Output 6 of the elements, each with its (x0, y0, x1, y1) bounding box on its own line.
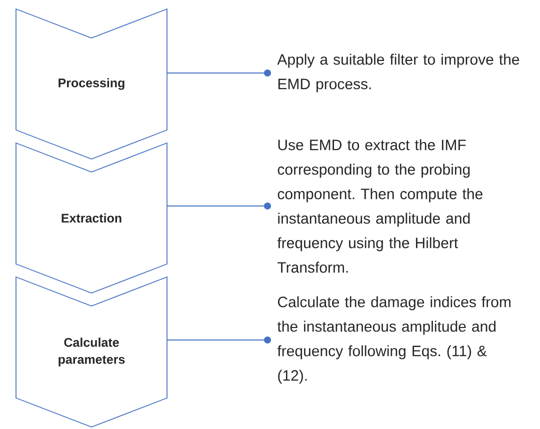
chevron-step: Calculate parameters (16, 276, 168, 428)
chevron-step: Extraction (16, 142, 168, 294)
step-description: Apply a suitable filter to improve the EMD process. (277, 54, 520, 92)
chevron-step: Processing (16, 8, 168, 160)
step-description: Calculate the damage indices from the instantaneous amplitude and frequency following Eqs. (11) & (12). (277, 296, 510, 384)
step-description: Use EMD to extract the IMF corresponding to the probing component. Then compute the instantaneous amplitude and frequency using the Hilbert Transform. (277, 139, 482, 273)
